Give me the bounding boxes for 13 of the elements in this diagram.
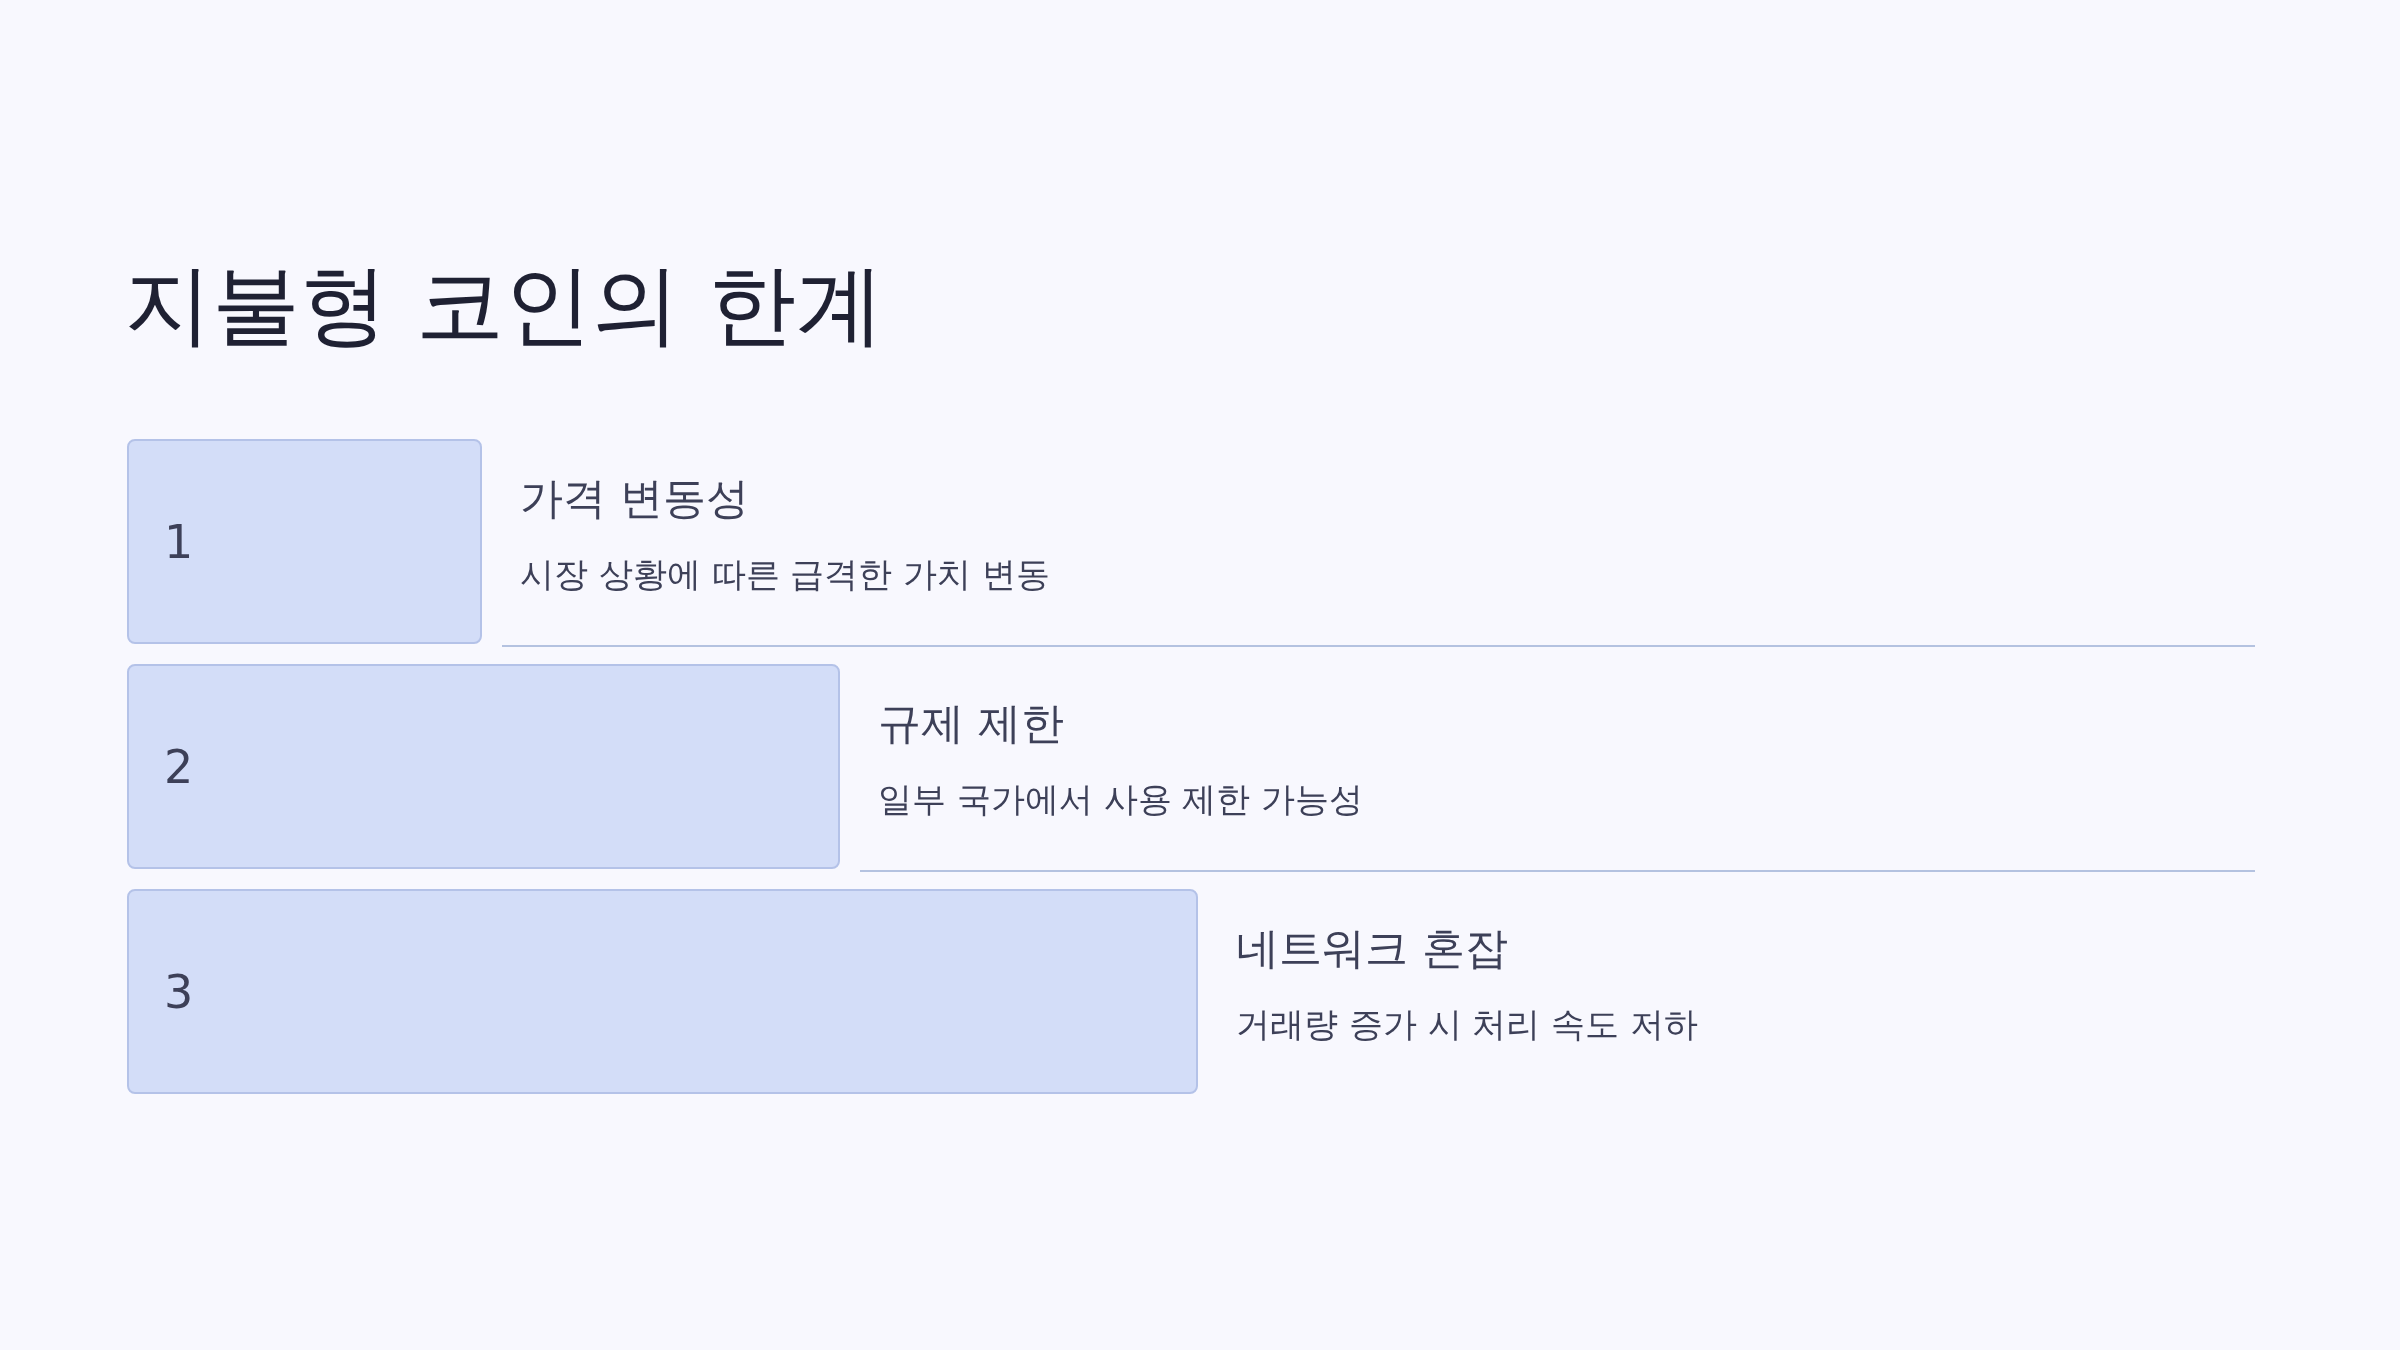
step-bar xyxy=(127,439,482,644)
step-bar xyxy=(127,664,840,869)
item-heading: 규제 제한 xyxy=(878,698,1064,750)
item-description: 일부 국가에서 사용 제한 가능성 xyxy=(878,779,1364,820)
item-heading: 네트워크 혼잡 xyxy=(1236,923,1508,975)
step-number: 3 xyxy=(164,965,194,1018)
item-description: 거래량 증가 시 처리 속도 저하 xyxy=(1236,1004,1699,1045)
step-number: 1 xyxy=(164,515,194,568)
step-number: 2 xyxy=(164,740,194,793)
step-bar xyxy=(127,889,1198,1094)
slide-title: 지불형 코인의 한계 xyxy=(124,252,884,358)
item-description: 시장 상황에 따른 급격한 가치 변동 xyxy=(520,554,1051,595)
item-heading: 가격 변동성 xyxy=(520,473,749,525)
